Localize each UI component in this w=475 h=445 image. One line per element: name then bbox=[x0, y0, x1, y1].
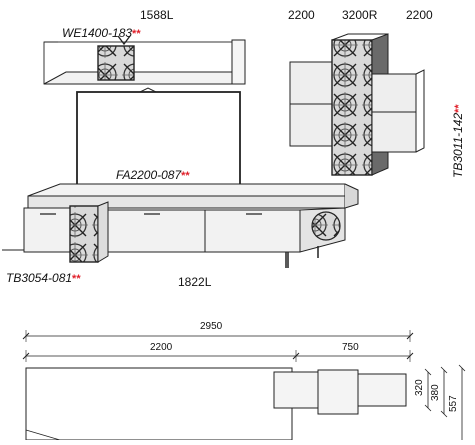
code-tb3011-mark: ** bbox=[453, 104, 465, 113]
wall-shelf bbox=[43, 35, 246, 85]
top-left-width-label: 1588L bbox=[140, 8, 174, 22]
plan-view bbox=[25, 367, 407, 441]
code-tb3054-text: TB3054-081 bbox=[6, 271, 73, 285]
code-tb3054: TB3054-081** bbox=[6, 272, 81, 285]
code-tb3011-text: TB3011-142 bbox=[451, 112, 465, 178]
code-we1400-mark: ** bbox=[132, 28, 141, 40]
dim-h3: 557 bbox=[448, 395, 459, 412]
code-we1400-text: WE1400-183 bbox=[62, 26, 133, 40]
dim-right: 750 bbox=[342, 342, 359, 353]
top-width-3-label: 2200 bbox=[406, 8, 433, 22]
dim-total: 2950 bbox=[200, 321, 223, 332]
code-fa2200-mark: ** bbox=[181, 170, 190, 182]
top-width-1-label: 2200 bbox=[288, 8, 315, 22]
dim-left: 2200 bbox=[150, 342, 173, 353]
plan-dimensions bbox=[22, 330, 414, 362]
code-fa2200-text: FA2200-087 bbox=[116, 168, 182, 182]
wall-cabinet bbox=[289, 33, 425, 176]
code-fa2200: FA2200-087** bbox=[116, 169, 190, 182]
code-tb3011: TB3011-142** bbox=[451, 104, 465, 178]
code-we1400: WE1400-183** bbox=[62, 27, 141, 40]
code-tb3054-mark: ** bbox=[72, 273, 81, 285]
top-width-2-label: 3200R bbox=[342, 8, 378, 22]
dim-h2: 380 bbox=[430, 384, 441, 401]
lowboard bbox=[23, 183, 359, 268]
dim-h1: 320 bbox=[414, 379, 425, 396]
bottom-width-label: 1822L bbox=[178, 275, 212, 289]
height-dimensions bbox=[424, 364, 466, 440]
tv-panel bbox=[76, 87, 241, 189]
